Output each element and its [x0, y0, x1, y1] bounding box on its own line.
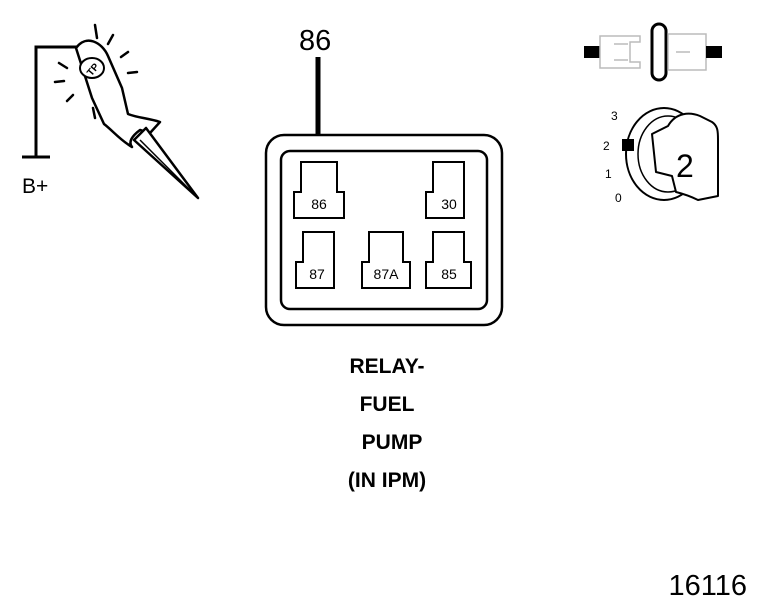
caption-line-3: PUMP	[361, 431, 423, 454]
terminal-87a-label: 87A	[374, 266, 400, 282]
light-glow-icon	[53, 23, 139, 120]
terminal-30: 30	[425, 161, 465, 219]
terminal-85-label: 85	[441, 266, 457, 282]
terminal-87-label: 87	[309, 266, 325, 282]
ignition-position-0: 0	[615, 191, 622, 205]
terminal-86-label: 86	[311, 196, 327, 212]
caption-line-4: (IN IPM)	[347, 469, 427, 492]
ignition-position-1: 1	[605, 167, 612, 181]
terminal-30-label: 30	[441, 196, 457, 212]
test-light: B+ TP	[22, 23, 200, 200]
probe-pin-label: 86	[299, 25, 331, 57]
caption-line-1: RELAY-	[349, 355, 425, 378]
ignition-position-2: 2	[603, 139, 610, 153]
figure-number: 16116	[668, 570, 748, 602]
connector-disconnected-icon	[584, 22, 722, 82]
ignition-selected-position: 2	[676, 148, 694, 184]
relay-connector: 86 86 30 87 87A 85	[264, 25, 504, 327]
ignition-switch-icon: 3 2 1 0 2	[603, 107, 719, 205]
terminal-85: 85	[425, 231, 472, 289]
test-light-lead-wire	[34, 45, 78, 157]
test-light-probe-icon: TP	[74, 39, 200, 200]
terminal-87: 87	[295, 231, 335, 289]
ignition-key-icon	[651, 112, 719, 201]
ignition-position-3: 3	[611, 109, 618, 123]
terminal-86: 86	[293, 161, 345, 219]
ignition-position-marker	[622, 139, 634, 151]
battery-positive-label: B+	[22, 175, 48, 198]
caption-line-2: FUEL	[359, 393, 415, 416]
terminal-87a: 87A	[361, 231, 411, 289]
